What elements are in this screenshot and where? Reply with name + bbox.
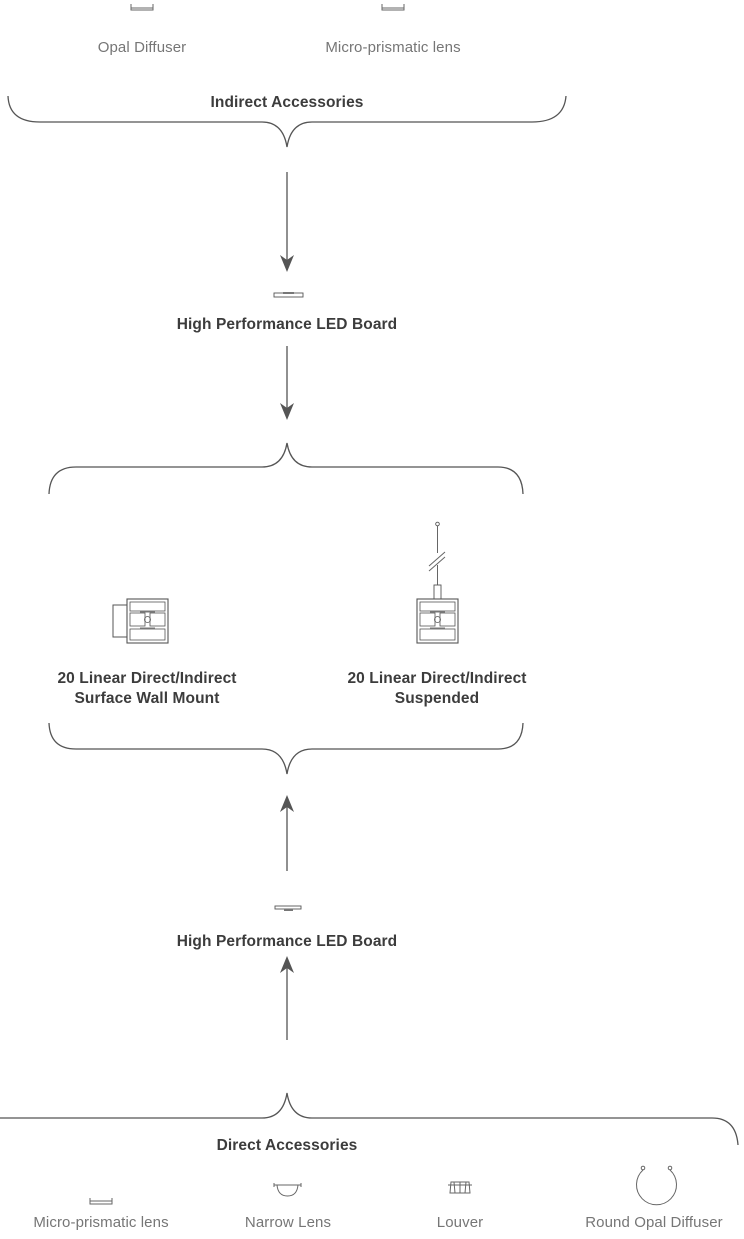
fixture-label-line2: Suspended <box>394 690 480 707</box>
direct-accessories-title: Direct Accessories <box>216 1137 358 1154</box>
opal-diffuser-icon <box>130 4 154 11</box>
narrow-lens-icon <box>273 1183 302 1197</box>
direct-item-label-micro-prismatic-lens: Micro-prismatic lens <box>33 1214 169 1231</box>
arrow-up-to-fixtures <box>280 795 294 871</box>
louver-icon <box>448 1181 472 1194</box>
indirect-accessories-title: Indirect Accessories <box>210 94 364 111</box>
fixture-label-line1: 20 Linear Direct/Indirect <box>347 670 527 687</box>
direct-item-label-narrow-lens: Narrow Lens <box>244 1214 332 1231</box>
led-board-icon <box>274 905 302 911</box>
arrow-down-to-led-board <box>280 172 294 272</box>
fixture-label-suspended: 20 Linear Direct/Indirect Suspended <box>302 669 572 709</box>
indirect-item-label-opal-diffuser: Opal Diffuser <box>97 39 187 56</box>
direct-accessories-brace <box>0 1092 739 1146</box>
micro-prismatic-lens-icon <box>381 4 405 11</box>
indirect-accessories-brace <box>7 95 567 148</box>
led-board-icon <box>273 292 304 298</box>
micro-prismatic-lens-icon <box>89 1198 113 1205</box>
fixture-label-line2: Surface Wall Mount <box>74 690 220 707</box>
surface-wall-mount-icon <box>112 598 169 644</box>
fixture-label-line1: 20 Linear Direct/Indirect <box>57 670 237 687</box>
direct-item-label-louver: Louver <box>436 1214 484 1231</box>
arrow-down-to-fixtures <box>280 346 294 420</box>
arrow-up-to-led-board <box>280 956 294 1040</box>
fixtures-bottom-brace <box>48 722 524 775</box>
round-opal-diffuser-icon <box>636 1165 677 1206</box>
direct-item-label-round-opal-diffuser: Round Opal Diffuser <box>585 1214 723 1231</box>
indirect-item-label-micro-prismatic-lens: Micro-prismatic lens <box>325 39 461 56</box>
fixture-label-surface-wall-mount: 20 Linear Direct/Indirect Surface Wall M… <box>12 669 282 709</box>
fixtures-top-brace <box>48 442 524 495</box>
suspended-fixture-icon <box>416 521 459 644</box>
led-board-top-label: High Performance LED Board <box>176 316 398 333</box>
led-board-bottom-label: High Performance LED Board <box>176 933 398 950</box>
